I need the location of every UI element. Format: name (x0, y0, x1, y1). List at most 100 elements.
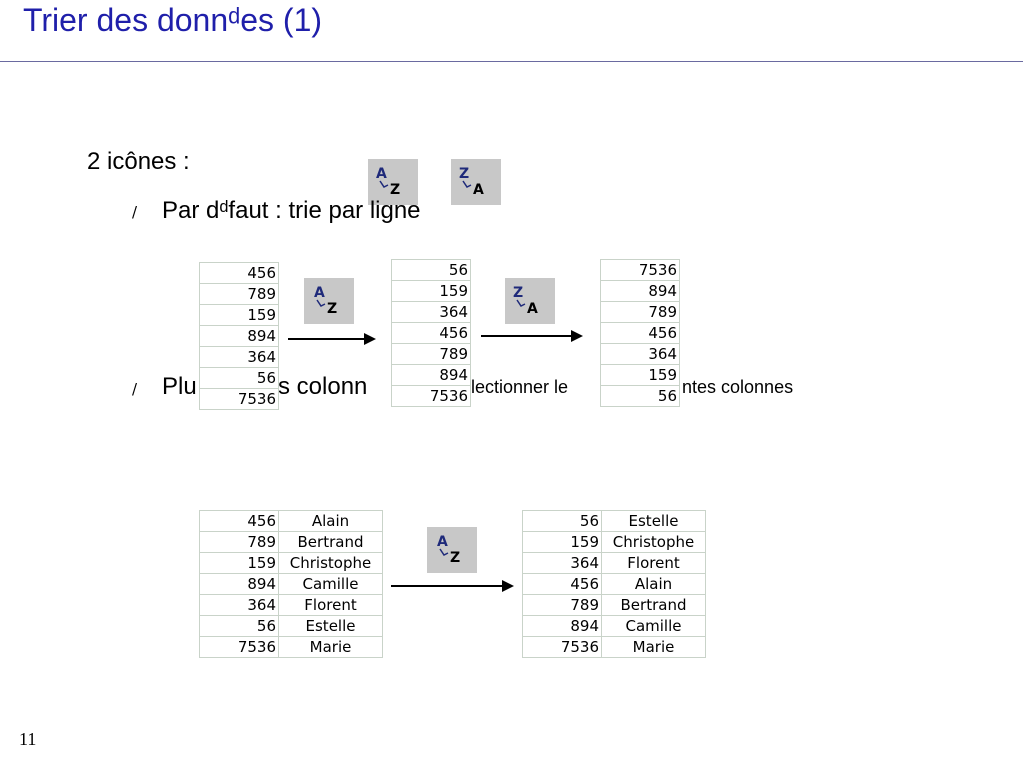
slide-title: Trier des donnᵈes (1) (23, 2, 323, 38)
svg-text:A: A (527, 301, 538, 317)
cell-number[interactable]: 894 (522, 615, 602, 637)
title-divider (0, 61, 1023, 62)
cell-number[interactable]: 56 (522, 510, 602, 532)
cell-number[interactable]: 456 (199, 510, 279, 532)
cell-number[interactable]: 56 (199, 615, 279, 637)
cell-name[interactable]: Marie (601, 636, 706, 658)
cell-name[interactable]: Alain (278, 510, 383, 532)
cell-value[interactable]: 789 (600, 301, 680, 323)
cell-value[interactable]: 159 (600, 364, 680, 386)
cell-name[interactable]: Estelle (601, 510, 706, 532)
table-row: 159 (199, 304, 279, 326)
cell-value[interactable]: 56 (600, 385, 680, 407)
cell-value[interactable]: 159 (199, 304, 279, 326)
arrow-right (288, 333, 376, 345)
arrow-right (391, 580, 514, 592)
cell-number[interactable]: 789 (199, 531, 279, 553)
cell-number[interactable]: 7536 (522, 636, 602, 658)
cell-value[interactable]: 894 (600, 280, 680, 302)
table-row: 894 (600, 280, 680, 302)
cell-name[interactable]: Alain (601, 573, 706, 595)
table-row: 364 (199, 346, 279, 368)
sort-ascending-icon[interactable]: A Z (368, 159, 418, 205)
svg-text:A: A (473, 182, 484, 198)
cell-value[interactable]: 7536 (199, 388, 279, 410)
cell-name[interactable]: Estelle (278, 615, 383, 637)
cell-value[interactable]: 456 (391, 322, 471, 344)
cell-value[interactable]: 56 (391, 259, 471, 281)
svg-text:Z: Z (390, 182, 400, 198)
bullet-multi-mid: s colonn (278, 373, 368, 400)
table-row: 159 (600, 364, 680, 386)
cell-value[interactable]: 894 (199, 325, 279, 347)
sort-ascending-icon[interactable]: A Z (427, 527, 477, 573)
cell-name[interactable]: Christophe (278, 552, 383, 574)
cell-number[interactable]: 789 (522, 594, 602, 616)
sort-descending-icon[interactable]: Z A (505, 278, 555, 324)
bullet-multi-mid2: lectionner le (471, 377, 569, 397)
cell-value[interactable]: 789 (199, 283, 279, 305)
table-row: 789 (600, 301, 680, 323)
table-row: 789 (391, 343, 471, 365)
cell-value[interactable]: 789 (391, 343, 471, 365)
table-row: 456 (391, 322, 471, 344)
svg-text:A: A (437, 534, 448, 550)
table-row: 894 (391, 364, 471, 386)
bullet-default-sort: Par dᵈfaut : trie par ligne (162, 197, 421, 224)
cell-number[interactable]: 159 (199, 552, 279, 574)
table-row: 894 (199, 325, 279, 347)
cell-name[interactable]: Florent (601, 552, 706, 574)
cell-value[interactable]: 456 (199, 262, 279, 284)
cell-name[interactable]: Christophe (601, 531, 706, 553)
bullet-icons: 2 icônes : (87, 148, 190, 175)
cell-number[interactable]: 894 (199, 573, 279, 595)
cell-value[interactable]: 7536 (391, 385, 471, 407)
svg-text:Z: Z (327, 301, 337, 317)
cell-name[interactable]: Bertrand (278, 531, 383, 553)
cell-value[interactable]: 7536 (600, 259, 680, 281)
cell-name[interactable]: Florent (278, 594, 383, 616)
table-row: 456 (199, 262, 279, 284)
cell-value[interactable]: 56 (199, 367, 279, 389)
table-row: 364 (600, 343, 680, 365)
table-row: 56 (391, 259, 471, 281)
cell-value[interactable]: 456 (600, 322, 680, 344)
cell-name[interactable]: Marie (278, 636, 383, 658)
cell-name[interactable]: Bertrand (601, 594, 706, 616)
svg-text:A: A (376, 166, 387, 182)
cell-number[interactable]: 364 (199, 594, 279, 616)
svg-text:Z: Z (513, 285, 523, 301)
cell-number[interactable]: 364 (522, 552, 602, 574)
table-row: 159 (391, 280, 471, 302)
cell-number[interactable]: 159 (522, 531, 602, 553)
cell-name[interactable]: Camille (601, 615, 706, 637)
sort-ascending-icon[interactable]: A Z (304, 278, 354, 324)
table-row: 56 (600, 385, 680, 407)
table-row: 789 (199, 283, 279, 305)
cell-number[interactable]: 7536 (199, 636, 279, 658)
cell-value[interactable]: 364 (199, 346, 279, 368)
cell-number[interactable]: 456 (522, 573, 602, 595)
cell-value[interactable]: 894 (391, 364, 471, 386)
cell-value[interactable]: 159 (391, 280, 471, 302)
table-row: 7536 (600, 259, 680, 281)
arrow-right (481, 330, 583, 342)
sort-descending-icon[interactable]: Z A (451, 159, 501, 205)
cell-value[interactable]: 364 (391, 301, 471, 323)
bullet-marker: / (132, 380, 138, 398)
cell-value[interactable]: 364 (600, 343, 680, 365)
bullet-multi-prefix: Plu (162, 373, 197, 400)
cell-name[interactable]: Camille (278, 573, 383, 595)
